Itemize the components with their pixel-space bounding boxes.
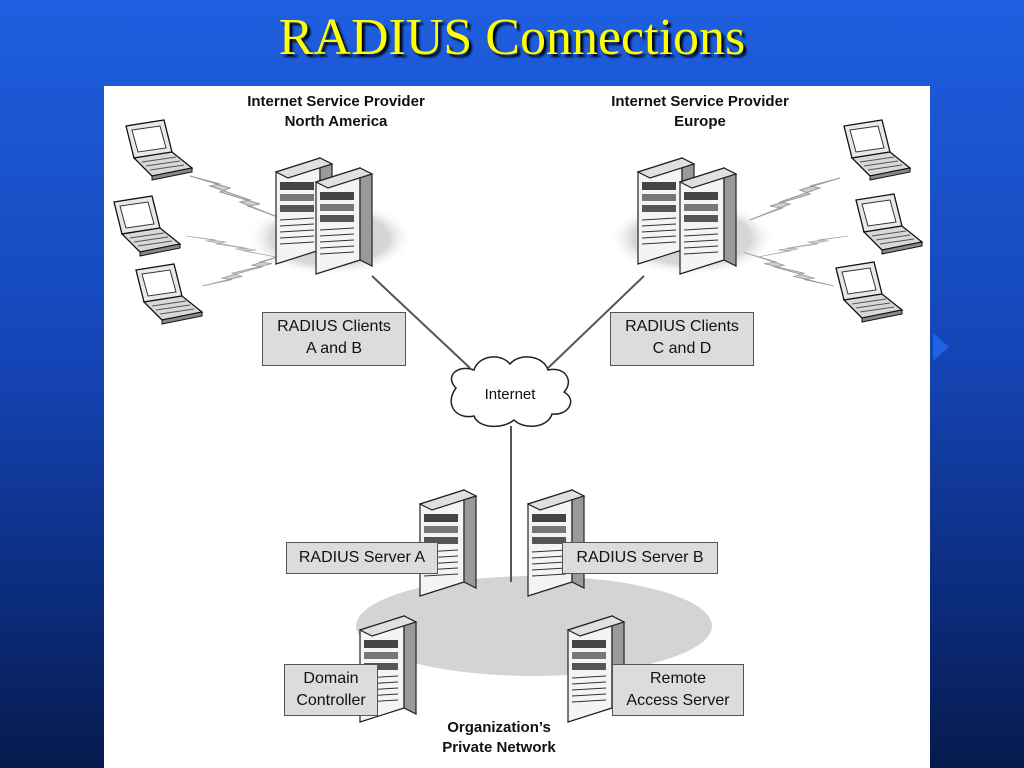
radius-server-a-label: RADIUS Server A — [286, 542, 438, 574]
network-diagram: Internet Service Provider North America … — [104, 86, 930, 768]
remote-access-line1: Remote — [649, 670, 707, 687]
laptop-na-3 — [135, 263, 203, 325]
clients-cd-line2: C and D — [652, 340, 712, 357]
private-network-line2: Private Network — [442, 739, 556, 756]
diagram-graphics — [113, 119, 923, 723]
clients-cd-line1: RADIUS Clients — [625, 318, 739, 335]
domain-controller-line1: Domain — [303, 670, 359, 687]
laptop-na-1 — [125, 119, 193, 181]
radius-clients-cd-box: RADIUS Clients C and D — [610, 312, 754, 366]
isp-na-line1: Internet Service Provider — [247, 93, 425, 110]
radius-server-b-label: RADIUS Server B — [562, 542, 718, 574]
bolt-na-1 — [189, 175, 281, 219]
internet-label: Internet — [484, 386, 536, 403]
remote-access-line2: Access Server — [626, 692, 730, 709]
isp-na-label: Internet Service Provider North America — [216, 92, 456, 132]
clients-ab-line1: RADIUS Clients — [277, 318, 391, 335]
next-arrow-icon — [933, 333, 949, 361]
laptop-eu-2 — [855, 193, 923, 255]
internet-cloud — [450, 356, 572, 428]
laptop-eu-1 — [843, 119, 911, 181]
link-eu-internet — [547, 275, 645, 369]
laptop-na-2 — [113, 195, 181, 257]
isp-na-server-2 — [315, 167, 373, 275]
domain-controller-line2: Controller — [296, 692, 366, 709]
slide-title: RADIUS Connections — [278, 9, 746, 66]
isp-na-line2: North America — [284, 113, 388, 130]
link-na-internet — [371, 275, 471, 369]
laptop-eu-3 — [835, 261, 903, 323]
private-network-label: Organization’s Private Network — [404, 718, 594, 758]
radius-clients-ab-box: RADIUS Clients A and B — [262, 312, 406, 366]
isp-eu-line1: Internet Service Provider — [611, 93, 789, 110]
isp-eu-line2: Europe — [674, 113, 726, 130]
domain-controller-label: Domain Controller — [284, 664, 378, 716]
bolt-eu-1 — [749, 177, 841, 221]
remote-access-server-label: Remote Access Server — [612, 664, 744, 716]
private-network-line1: Organization’s — [447, 719, 551, 736]
clients-ab-line2: A and B — [305, 340, 363, 357]
isp-eu-server-2 — [679, 167, 737, 275]
isp-eu-label: Internet Service Provider Europe — [580, 92, 820, 132]
